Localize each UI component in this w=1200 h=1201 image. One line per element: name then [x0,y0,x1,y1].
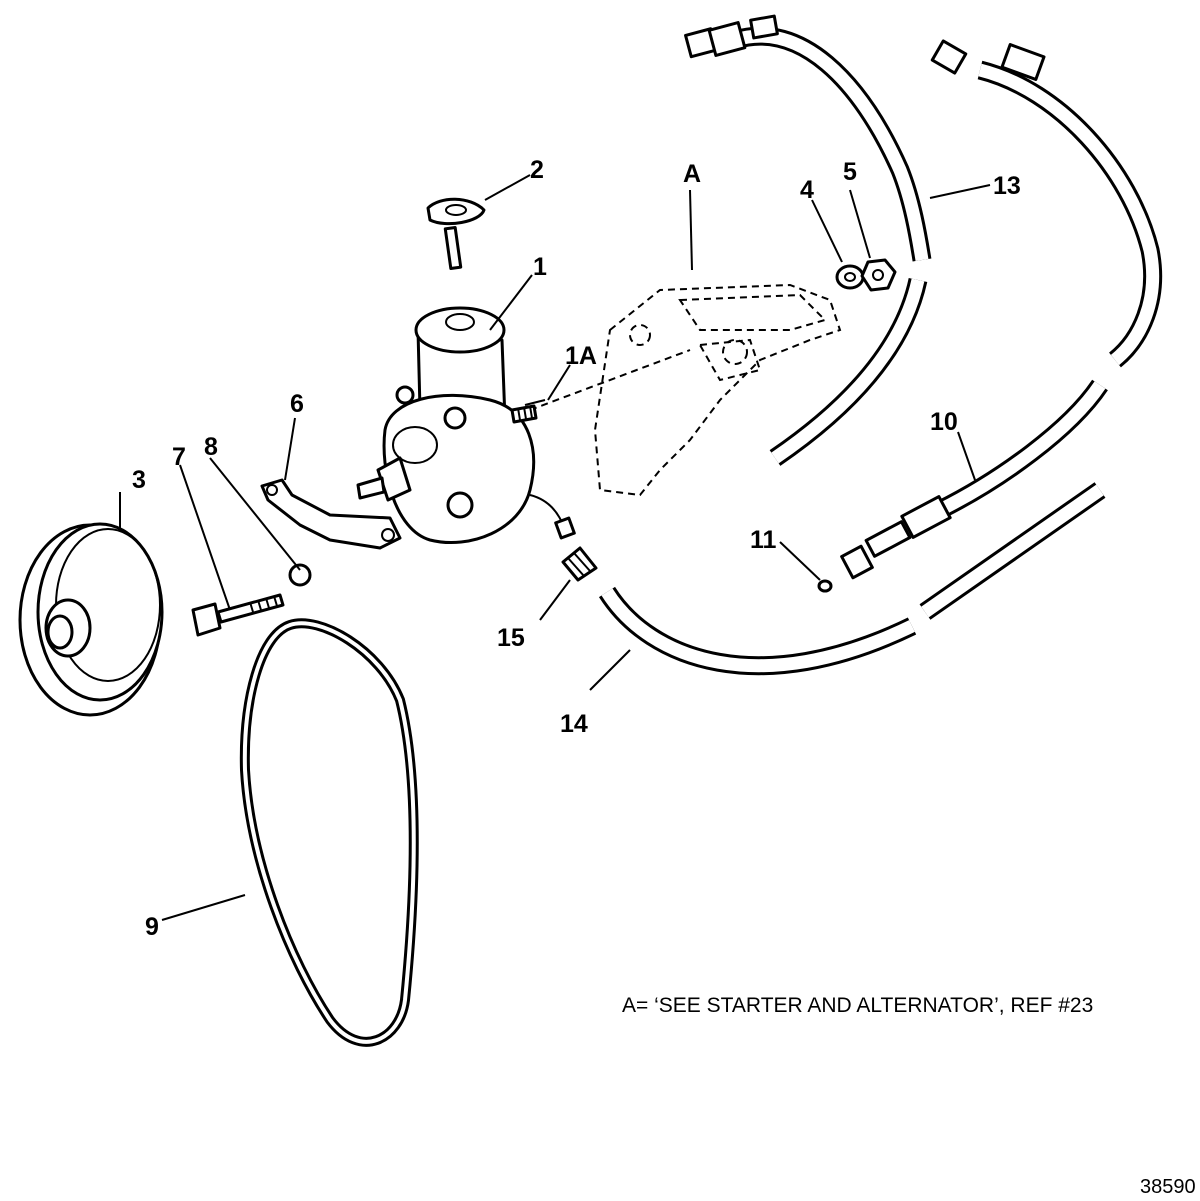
callout-2: 2 [530,156,544,184]
washer-4 [835,264,865,290]
callouts: 2 1 1A A 4 5 13 10 11 15 14 9 3 7 8 6 [132,156,1021,941]
bracket-a [529,283,842,497]
hose-10 [840,39,1163,580]
hose-13 [684,14,932,466]
figure-number: 38590 [1140,1176,1196,1198]
stud [510,404,538,424]
pulley [18,522,164,717]
reference-note: A= ‘SEE STARTER AND ALTERNATOR’, REF #23 [622,994,1093,1017]
callout-9: 9 [145,913,159,941]
nut-hole [872,269,884,281]
callout-5: 5 [843,158,857,186]
washer-4-hole [844,272,856,282]
power-steering-pump [356,306,576,545]
callout-10: 10 [930,408,958,436]
callout-11: 11 [750,526,777,554]
leader-lines [119,174,991,921]
callout-1a: 1A [565,342,597,370]
washer [288,563,312,587]
callout-14: 14 [560,710,588,738]
callout-4: 4 [800,176,814,204]
fitting [561,546,598,582]
filler-cap [426,197,486,271]
drive-belt [239,618,419,1047]
callout-8: 8 [204,433,218,461]
callout-1: 1 [533,253,547,281]
o-ring [817,579,833,593]
nut [860,258,897,292]
pump-bracket [260,478,402,550]
callout-15: 15 [497,624,525,652]
callout-6: 6 [290,390,304,418]
callout-7: 7 [172,443,186,471]
bolt [191,593,285,637]
hose-14 [598,482,1106,676]
callout-a: A [683,160,701,188]
callout-3: 3 [132,466,146,494]
callout-13: 13 [993,172,1021,200]
